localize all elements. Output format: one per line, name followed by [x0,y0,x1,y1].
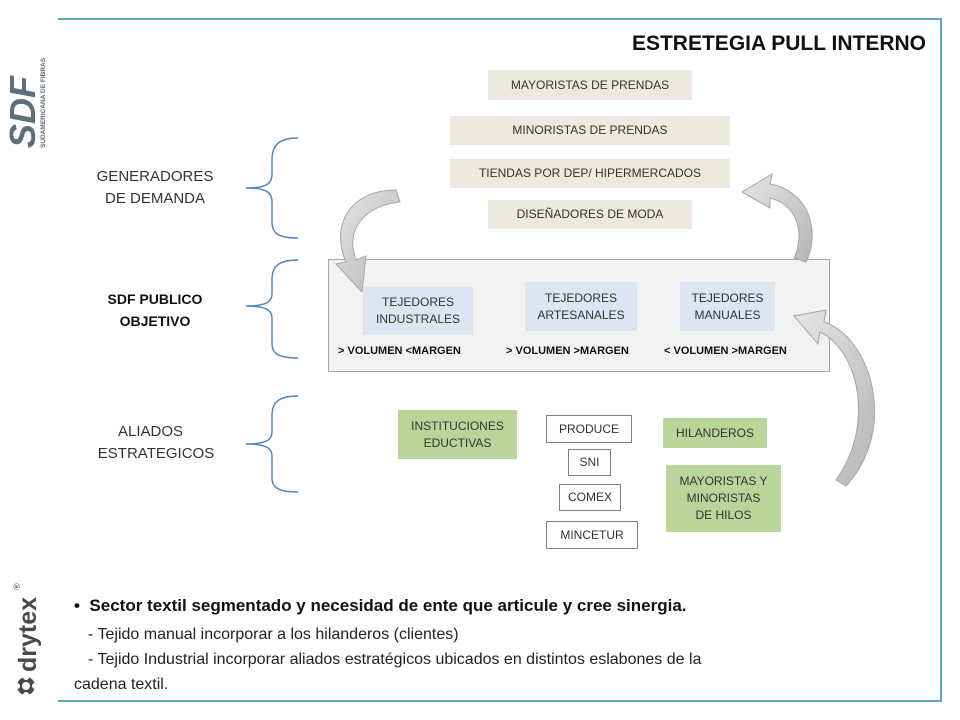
sdf-logo: SDF SUDAMERICANA DE FIBRAS [4,57,47,148]
box-label: PRODUCE [558,421,619,436]
box-label: MAYORISTAS Y [679,474,768,488]
label-sdf-publico-objetivo: SDF PUBLICO OBJETIVO [90,288,220,332]
box-label: ARTESANALES [537,307,625,322]
box-label: DISEÑADORES DE MODA [516,207,664,221]
brace-aliados [245,395,299,493]
box-label: MINCETUR [560,527,624,542]
box-label: HILANDEROS [675,425,755,440]
label-line: DE DEMANDA [104,190,205,207]
box-label: MINORISTAS [686,491,761,505]
box-produce: PRODUCE [546,415,632,443]
sdf-letters: SDF [4,75,43,148]
box-hilanderos: HILANDEROS [663,418,767,448]
sdf-caption: SUDAMERICANA DE FIBRAS [40,57,47,148]
label-line: OBJETIVO [119,313,191,329]
label-line: GENERADORES [96,168,214,185]
label-line: ESTRATEGICOS [97,445,215,462]
bullet-text: Sector textil segmentado y necesidad de … [89,596,687,615]
box-minoristas-prendas: MINORISTAS DE PRENDAS [450,116,730,145]
volume-label-artesanales: > VOLUMEN >MARGEN [506,345,629,357]
brace-generadores [245,137,299,239]
box-label: MAYORISTAS DE PRENDAS [510,77,670,92]
box-label: COMEX [567,490,612,504]
box-label: TEJEDORES [544,290,617,305]
label-line: ALIADOS [118,423,184,440]
label-line: SDF PUBLICO [107,291,203,307]
volume-label-manuales: < VOLUMEN >MARGEN [664,345,787,357]
frame-top-line [58,18,942,20]
box-label: DE HILOS [695,508,752,522]
frame-bottom-line [58,700,942,702]
box-label: SNI [579,455,600,469]
box-label: MANUALES [694,307,761,322]
box-comex: COMEX [559,484,621,511]
box-instituciones: INSTITUCIONES EDUCTIVAS [398,410,517,459]
box-mayoristas-hilos: MAYORISTAS Y MINORISTAS DE HILOS [666,465,781,532]
curved-arrow-right-bottom [793,309,876,487]
box-label: TEJEDORES [381,295,454,309]
box-label: INSTITUCIONES [411,418,504,433]
bullet-point: • Sector textil segmentado y necesidad d… [74,596,687,616]
label-aliados-estrategicos: ALIADOS ESTRATEGICOS [86,421,226,465]
text-line-1: - Tejido manual incorporar a los hilande… [88,626,459,643]
text-line-3: cadena textil. [74,676,169,693]
drytex-logo: drytex ® [12,583,42,698]
bullet-icon: • [74,596,90,615]
drytex-wordmark: drytex [14,597,42,672]
box-mayoristas-prendas: MAYORISTAS DE PRENDAS [488,70,692,100]
frame-right-line [940,18,942,702]
box-label: INDUSTRALES [375,312,461,326]
drytex-flower-icon [14,674,38,698]
label-generadores-demanda: GENERADORES DE DEMANDA [90,166,220,210]
text-line-2: - Tejido Industrial incorporar aliados e… [88,651,702,668]
curved-arrow-left [335,189,401,294]
box-tejedores-industriales: TEJEDORES INDUSTRALES [363,287,473,335]
curved-arrow-right-top [741,172,813,263]
box-label: MINORISTAS DE PRENDAS [512,123,668,137]
box-tejedores-manuales: TEJEDORES MANUALES [680,282,775,331]
box-mincetur: MINCETUR [546,521,638,549]
box-label: TEJEDORES [691,290,764,305]
volume-label-industriales: > VOLUMEN <MARGEN [338,345,461,357]
box-label: TIENDAS POR DEP/ HIPERMERCADOS [478,166,702,180]
box-disenadores: DISEÑADORES DE MODA [488,200,692,229]
page-title: ESTRETEGIA PULL INTERNO [631,32,926,55]
brace-publico [245,259,299,359]
box-tejedores-artesanales: TEJEDORES ARTESANALES [525,282,637,331]
box-label: EDUCTIVAS [423,435,492,450]
registered-mark: ® [12,583,22,590]
box-tiendas: TIENDAS POR DEP/ HIPERMERCADOS [450,159,730,188]
box-sni: SNI [568,449,611,476]
